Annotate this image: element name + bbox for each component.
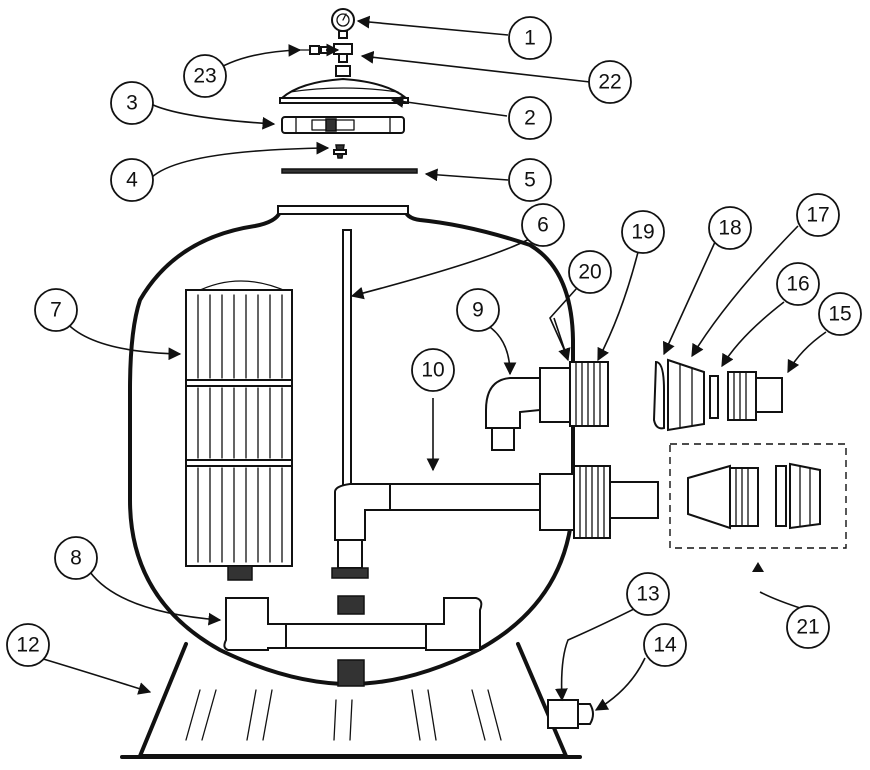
union-nut: [667, 358, 705, 432]
lid-o-ring-screw: [333, 144, 347, 159]
callout-18: 18: [708, 206, 752, 250]
callout-label: 23: [193, 65, 216, 88]
callout-9: 9: [456, 288, 500, 332]
callout-label: 17: [806, 204, 829, 227]
union-nut-upper: [569, 361, 609, 427]
callout-label: 22: [598, 71, 621, 94]
drain-cap: [547, 699, 594, 729]
callout-8: 8: [54, 536, 98, 580]
callout-19: 19: [621, 210, 665, 254]
callout-label: 7: [50, 299, 62, 322]
lock-ring: [281, 116, 405, 134]
air-relief-tube: [342, 229, 352, 493]
callout-label: 9: [472, 299, 484, 322]
callout-label: 21: [796, 616, 819, 639]
callout-3: 3: [110, 81, 154, 125]
lateral-assembly: [223, 595, 483, 687]
callout-label: 10: [421, 359, 444, 382]
callout-label: 15: [828, 303, 851, 326]
callout-label: 14: [653, 634, 677, 657]
callout-label: 18: [718, 217, 741, 240]
callout-2: 2: [508, 96, 552, 140]
callout-label: 5: [524, 169, 536, 192]
callout-1: 1: [508, 16, 552, 60]
filter-cartridge: [185, 280, 293, 581]
callout-22: 22: [588, 60, 632, 104]
callout-15: 15: [818, 292, 862, 336]
callout-20: 20: [568, 250, 612, 294]
o-ring-union: [709, 375, 719, 419]
drain-elbow: [485, 367, 571, 451]
callout-label: 13: [636, 583, 659, 606]
pressure-gauge: [331, 8, 355, 39]
filter-lid: [279, 65, 409, 104]
callout-label: 8: [70, 547, 82, 570]
union-tail: [727, 371, 783, 421]
callout-7: 7: [34, 288, 78, 332]
gauge-tee-adapter: [333, 43, 353, 63]
outlet-elbow-pipe: [331, 483, 541, 579]
callout-12: 12: [6, 623, 50, 667]
callout-4: 4: [110, 158, 154, 202]
callout-label: 1: [524, 27, 536, 50]
callout-label: 16: [786, 273, 809, 296]
bulkhead-fitting-lower: [539, 465, 659, 539]
callout-21: 21: [786, 605, 830, 649]
callout-label: 3: [126, 92, 138, 115]
callout-23: 23: [183, 54, 227, 98]
bulkhead-kit: [669, 443, 847, 549]
gasket-thin: [652, 360, 665, 430]
callout-10: 10: [411, 348, 455, 392]
callout-6: 6: [521, 203, 565, 247]
callout-14: 14: [643, 623, 687, 667]
tank-base: [120, 642, 582, 759]
callout-label: 20: [578, 261, 601, 284]
callout-label: 19: [631, 221, 654, 244]
callout-label: 6: [537, 214, 549, 237]
air-relief-valve: [296, 45, 330, 55]
callout-label: 4: [126, 169, 138, 192]
callout-label: 2: [524, 107, 536, 130]
callout-13: 13: [626, 572, 670, 616]
o-ring-gasket: [281, 168, 418, 174]
callout-5: 5: [508, 158, 552, 202]
callout-label: 12: [16, 634, 39, 657]
callout-16: 16: [776, 262, 820, 306]
callout-17: 17: [796, 193, 840, 237]
